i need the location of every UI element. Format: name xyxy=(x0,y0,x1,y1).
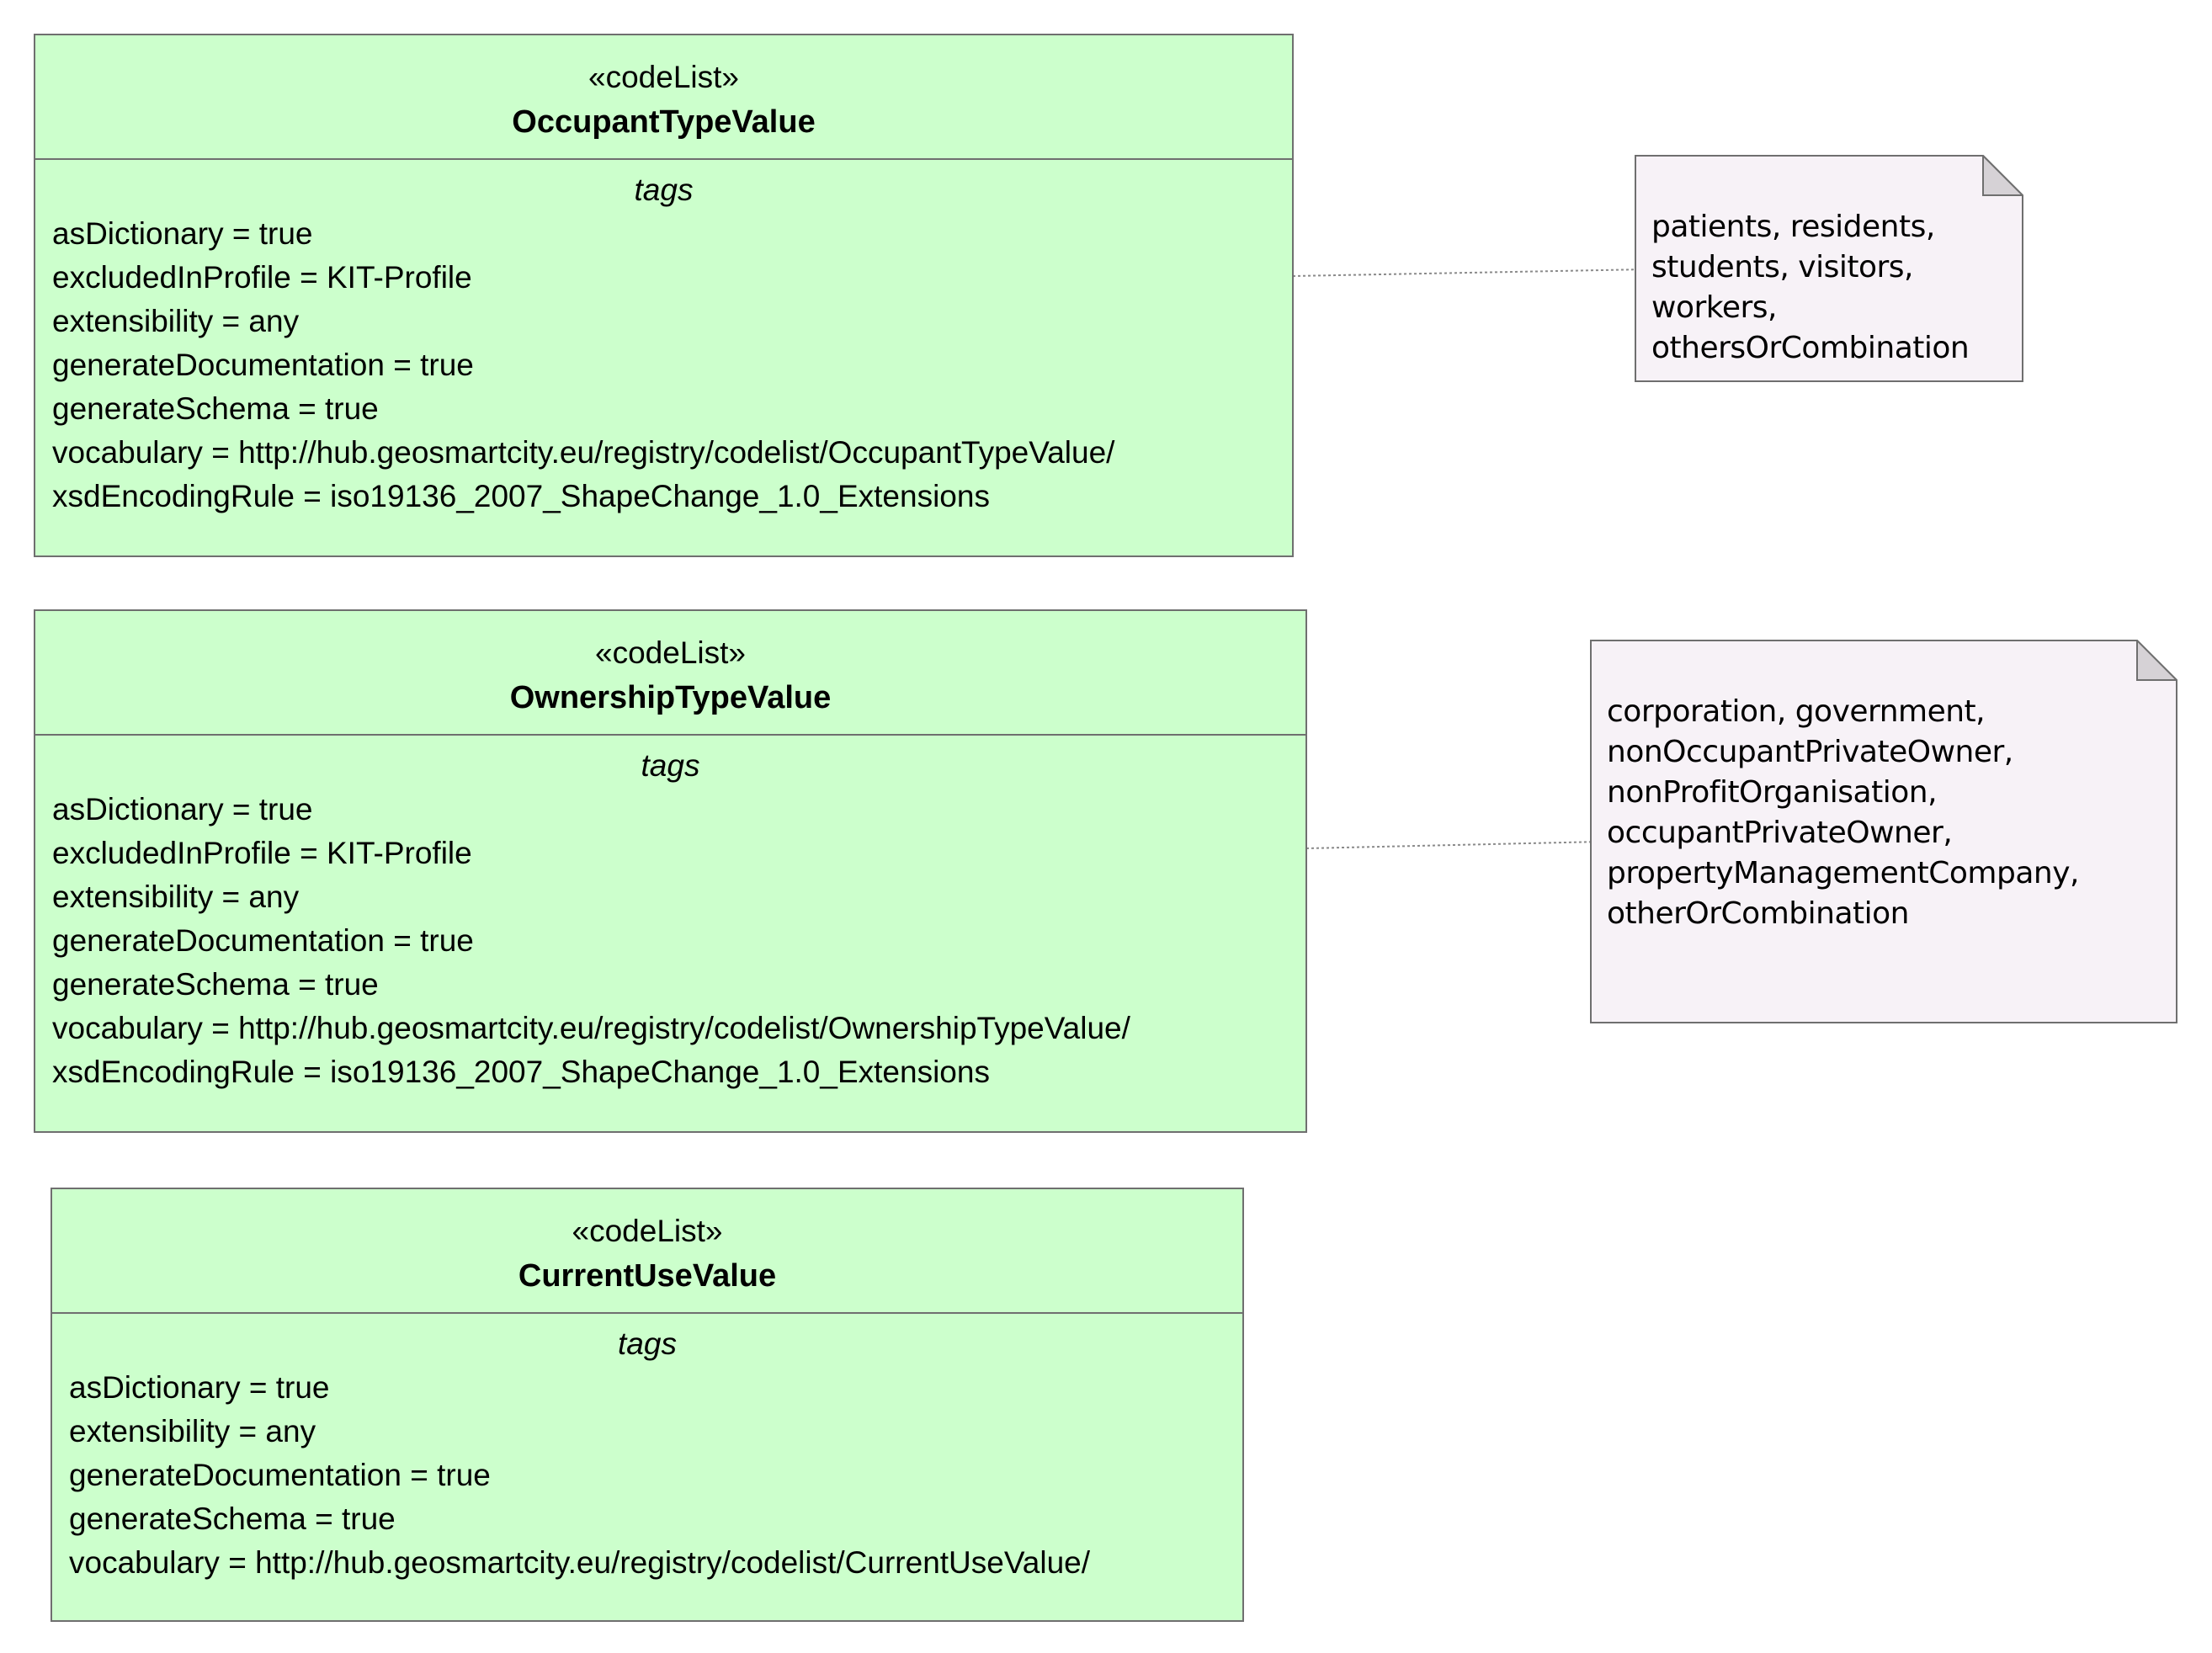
tags-title: tags xyxy=(641,748,700,783)
class-header: «codeList» OwnershipTypeValue xyxy=(35,611,1305,736)
tag-line: asDictionary = true xyxy=(52,792,313,826)
class-stereotype: «codeList» xyxy=(588,60,739,94)
class-name: OccupantTypeValue xyxy=(512,104,816,140)
tags-title: tags xyxy=(618,1326,677,1361)
tag-line: vocabulary = http://hub.geosmartcity.eu/… xyxy=(52,1011,1130,1045)
class-name: OwnershipTypeValue xyxy=(509,680,832,715)
class-header: «codeList» CurrentUseValue xyxy=(52,1189,1242,1314)
class-name: CurrentUseValue xyxy=(518,1258,777,1294)
tag-line: vocabulary = http://hub.geosmartcity.eu/… xyxy=(69,1545,1091,1580)
note-line: nonProfitOrganisation, xyxy=(1607,775,1938,810)
class-header: «codeList» OccupantTypeValue xyxy=(35,35,1292,160)
class-tags-compartment: tags asDictionary = true extensibility =… xyxy=(52,1314,1242,1585)
note-line: workers, xyxy=(1651,290,1777,325)
tag-line: excludedInProfile = KIT-Profile xyxy=(52,260,472,295)
class-stereotype: «codeList» xyxy=(572,1214,723,1248)
tag-line: asDictionary = true xyxy=(69,1370,330,1405)
tag-line: asDictionary = true xyxy=(52,216,313,251)
note-line: nonOccupantPrivateOwner, xyxy=(1607,735,2013,769)
tag-line: xsdEncodingRule = iso19136_2007_ShapeCha… xyxy=(52,479,990,513)
tag-line: xsdEncodingRule = iso19136_2007_ShapeCha… xyxy=(52,1055,990,1089)
note-text: patients, residents, students, visitors,… xyxy=(1651,207,1970,369)
tag-line: excludedInProfile = KIT-Profile xyxy=(52,836,472,870)
note-text: corporation, government, nonOccupantPriv… xyxy=(1607,692,2079,934)
tag-line: generateSchema = true xyxy=(52,391,379,426)
tag-line: generateDocumentation = true xyxy=(52,348,474,382)
tag-line: extensibility = any xyxy=(69,1414,316,1448)
class-occupant-type-value[interactable]: «codeList» OccupantTypeValue tags asDict… xyxy=(34,34,1294,557)
note-line: corporation, government, xyxy=(1607,694,1986,729)
tag-line: generateDocumentation = true xyxy=(52,923,474,958)
note-line: othersOrCombination xyxy=(1651,331,1970,365)
note-line: otherOrCombination xyxy=(1607,896,1909,931)
connector-occupant-note xyxy=(1292,268,1646,277)
note-line: patients, residents, xyxy=(1651,210,1935,244)
tag-line: vocabulary = http://hub.geosmartcity.eu/… xyxy=(52,435,1115,470)
note-shape xyxy=(1590,640,2177,1023)
tag-line: generateSchema = true xyxy=(52,967,379,1002)
tag-line: extensibility = any xyxy=(52,880,300,914)
note-shape xyxy=(1635,155,2023,382)
class-stereotype: «codeList» xyxy=(595,635,746,670)
tag-line: generateSchema = true xyxy=(69,1502,396,1536)
note-occupant-values[interactable]: patients, residents, students, visitors,… xyxy=(1635,155,2023,382)
note-line: students, visitors, xyxy=(1651,250,1913,284)
class-ownership-type-value[interactable]: «codeList» OwnershipTypeValue tags asDic… xyxy=(34,609,1307,1133)
connector-ownership-note xyxy=(1305,841,1602,849)
tag-line: generateDocumentation = true xyxy=(69,1458,491,1492)
tag-line: extensibility = any xyxy=(52,304,300,338)
class-tags-compartment: tags asDictionary = true excludedInProfi… xyxy=(35,736,1305,1094)
tags-title: tags xyxy=(634,173,694,207)
class-tags-compartment: tags asDictionary = true excludedInProfi… xyxy=(35,160,1292,518)
note-ownership-values[interactable]: corporation, government, nonOccupantPriv… xyxy=(1590,640,2177,1023)
note-line: propertyManagementCompany, xyxy=(1607,856,2079,890)
note-line: occupantPrivateOwner, xyxy=(1607,816,1953,850)
class-current-use-value[interactable]: «codeList» CurrentUseValue tags asDictio… xyxy=(51,1188,1244,1622)
